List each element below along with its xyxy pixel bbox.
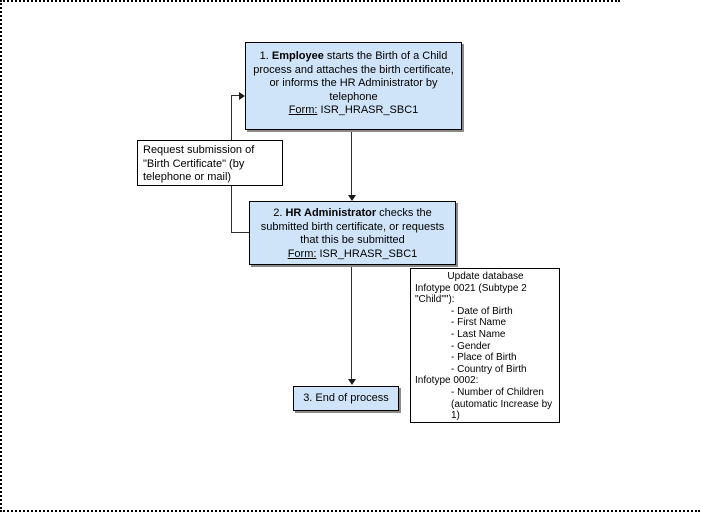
arrowhead-down-icon [348,195,356,201]
db-line: - First Name [451,317,506,329]
page-border-bottom [0,510,700,512]
update-database-box: Update database Infotype 0021 (Subtype 2… [410,268,560,423]
step2-text: checks the submitted birth certificate, … [260,207,445,246]
db-line: - Gender [451,340,491,352]
step2-number: 2. [273,207,286,219]
db-line: - Place of Birth [451,352,517,364]
db-line: - Country of Birth [451,363,527,375]
db-title: Update database [447,271,524,282]
step1-form-label: Form: [288,104,318,116]
connector-step2-to-step1-horizontal-bottom [231,232,249,233]
connector-step2-to-step1-horizontal-top [231,95,240,96]
connector-step2-to-end [351,266,352,379]
arrowhead-right-icon [239,92,245,100]
step1-actor: Employee [271,50,324,62]
db-line: (automatic Increase by [451,398,553,410]
page-border-left [0,0,2,512]
step2-hr-admin-box: 2. HR Administrator checks the submitted… [249,201,456,265]
db-line: - Date of Birth [451,305,513,317]
arrowhead-down-icon [348,379,356,385]
db-line: Infotype 0002: [415,375,479,387]
db-line: 1) [451,410,460,422]
db-line: - Last Name [451,328,506,340]
page-border-top [0,0,620,2]
step3-text: 3. End of process [303,392,389,404]
step1-text: starts the Birth of a Child process and … [253,50,454,103]
step2-form-label: Form: [287,247,317,260]
step1-form-line: Form: ISR_HRASR_SBC1 [252,104,455,118]
step2-form-line: Form: ISR_HRASR_SBC1 [252,248,453,262]
step3-end-box: 3. End of process [293,386,399,411]
step2-actor: HR Administrator [285,207,377,219]
step1-form-value: ISR_HRASR_SBC1 [317,104,419,116]
db-line: "Child""): [415,294,455,306]
request-submission-box: Request submission of "Birth Certificate… [137,140,283,186]
db-line: Infotype 0021 (Subtype 2 [415,282,527,294]
step1-number: 1. [259,50,272,62]
connector-step1-to-step2 [351,131,352,196]
request-text: Request submission of "Birth Certificate… [143,144,255,183]
db-line: - Number of Children [451,386,544,398]
step1-employee-box: 1. Employee starts the Birth of a Child … [245,42,462,130]
step2-form-value: ISR_HRASR_SBC1 [316,247,418,260]
